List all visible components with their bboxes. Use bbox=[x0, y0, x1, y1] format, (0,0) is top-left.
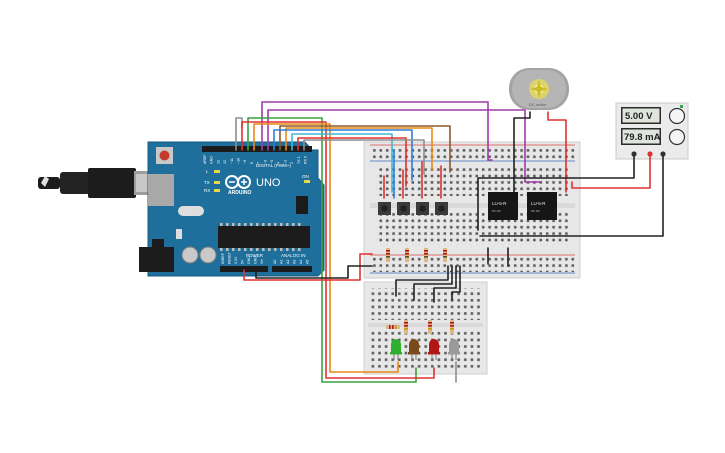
wire-motor-red bbox=[547, 111, 567, 193]
voltage-knob[interactable] bbox=[668, 107, 686, 125]
svg-text:5V·DC: 5V·DC bbox=[531, 209, 540, 213]
analog-header[interactable] bbox=[272, 266, 312, 272]
wire-red bbox=[241, 121, 435, 379]
arduino-logo-icon bbox=[225, 175, 251, 189]
model-label: UNO bbox=[256, 177, 281, 189]
wire-orange bbox=[253, 123, 399, 373]
wire-red-2 bbox=[297, 137, 407, 187]
current-knob[interactable] bbox=[668, 128, 686, 146]
svg-text:5V·DC: 5V·DC bbox=[492, 209, 501, 213]
led-green bbox=[390, 339, 402, 360]
digital-pin-label: ~10 bbox=[237, 158, 241, 164]
analog-pin-label: A4 bbox=[299, 260, 303, 264]
digital-pin-label: 13 bbox=[216, 160, 220, 164]
atmega-chip bbox=[218, 226, 310, 248]
digital-pin-label: ~3 bbox=[283, 160, 287, 164]
digital-label: DIGITAL (PWM~) bbox=[256, 163, 291, 168]
digital-pin-label: RX 0 bbox=[304, 156, 308, 164]
power-pin-label: 3.3V bbox=[234, 256, 238, 264]
motor-label: DC motor bbox=[529, 102, 547, 107]
power-jack bbox=[139, 247, 174, 272]
l-led bbox=[214, 170, 220, 173]
wire-cyan bbox=[291, 133, 393, 193]
wire-motor-black bbox=[513, 111, 531, 193]
wire-black-s1 bbox=[395, 265, 449, 297]
ground-terminal[interactable] bbox=[660, 151, 666, 157]
power-pin-label: RESET bbox=[228, 251, 232, 264]
digital-pin-label: 4 bbox=[277, 162, 281, 164]
wire-psu-black bbox=[477, 155, 635, 231]
analog-pin-label: A2 bbox=[286, 260, 290, 264]
wire-brown bbox=[279, 125, 451, 173]
resistor bbox=[386, 325, 400, 329]
wire-orange-2 bbox=[285, 127, 433, 171]
led-red bbox=[428, 339, 440, 360]
push-buttons[interactable] bbox=[378, 202, 448, 215]
small-breadboard[interactable] bbox=[363, 281, 488, 375]
wire-5v-red bbox=[243, 253, 373, 281]
digital-pin-label: ~5 bbox=[270, 160, 274, 164]
power-supply[interactable]: 5.00 V 79.8 mA bbox=[615, 102, 689, 160]
digital-pin-label: ~6 bbox=[263, 160, 267, 164]
digital-pin-label: GND bbox=[210, 156, 214, 164]
digital-pin-label: 12 bbox=[223, 160, 227, 164]
l-label: L bbox=[206, 169, 209, 174]
resistor bbox=[450, 320, 454, 334]
analog-label: ANALOG IN bbox=[281, 253, 306, 258]
relay-1-label: LU-5-R bbox=[492, 201, 507, 206]
digital-pin-label: 2 bbox=[290, 162, 294, 164]
analog-pin-label: A0 bbox=[273, 260, 277, 264]
current-readout: 79.8 mA bbox=[624, 132, 661, 143]
wire-psu-red bbox=[571, 155, 651, 189]
digital-header[interactable] bbox=[202, 146, 312, 152]
voltage-readout: 5.00 V bbox=[625, 111, 653, 122]
power-pin-label: GND bbox=[247, 256, 251, 264]
wire-psu-black-2 bbox=[479, 155, 664, 237]
resistor bbox=[386, 248, 390, 262]
relay-2[interactable]: LU-5-R 5V·DC bbox=[527, 192, 557, 220]
digital-pin-label: AREF bbox=[203, 154, 207, 164]
resistors-small bbox=[386, 320, 454, 334]
wire-gnd-black bbox=[255, 265, 373, 279]
brand-label: ARDUINO bbox=[228, 190, 251, 196]
resistor bbox=[424, 248, 428, 262]
negative-terminal[interactable] bbox=[631, 151, 637, 157]
digital-pin-label: TX 1 bbox=[297, 156, 301, 164]
power-pin-label: IOREF bbox=[221, 252, 225, 264]
resistor bbox=[443, 248, 447, 262]
on-label: ON bbox=[302, 174, 309, 179]
leds bbox=[390, 339, 460, 360]
wire-black-s2 bbox=[413, 265, 453, 301]
power-pin-label: Vin bbox=[260, 259, 264, 264]
positive-terminal[interactable] bbox=[647, 151, 653, 157]
wire-grey-2 bbox=[303, 139, 425, 175]
digital-pin-label: 7 bbox=[257, 162, 261, 164]
power-header[interactable] bbox=[220, 266, 268, 272]
relay-2-label: LU-5-R bbox=[531, 201, 546, 206]
wire-blue bbox=[273, 129, 413, 181]
power-pin-label: 5V bbox=[241, 259, 245, 264]
relay-1[interactable]: LU-5-R 5V·DC bbox=[488, 192, 518, 220]
dc-motor[interactable]: DC motor bbox=[509, 68, 569, 110]
digital-pin-label: ~11 bbox=[230, 158, 234, 164]
analog-pin-label: A5 bbox=[306, 260, 310, 264]
rx-label: RX bbox=[204, 188, 210, 193]
wire-black-s4 bbox=[451, 265, 461, 301]
resistor bbox=[404, 320, 408, 334]
resistor bbox=[405, 248, 409, 262]
digital-pin-label: 8 bbox=[250, 162, 254, 164]
digital-pin-label: ~9 bbox=[243, 160, 247, 164]
power-label: POWER bbox=[246, 253, 264, 258]
wire-black-s3 bbox=[433, 265, 457, 303]
led-grey bbox=[448, 339, 460, 360]
tx-label: TX bbox=[204, 180, 210, 185]
resistor bbox=[428, 320, 432, 334]
led-brown bbox=[408, 339, 420, 360]
resistors-main bbox=[386, 248, 447, 262]
power-pin-label: GND bbox=[254, 256, 258, 264]
analog-pin-label: A1 bbox=[280, 260, 284, 264]
analog-pin-label: A3 bbox=[293, 260, 297, 264]
wire-green bbox=[247, 117, 417, 383]
